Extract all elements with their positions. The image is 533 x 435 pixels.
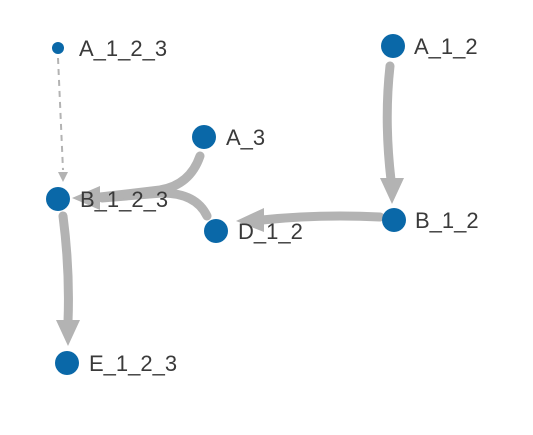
node-b123[interactable]: B_1_2_3	[46, 187, 168, 212]
node-e123[interactable]: E_1_2_3	[55, 351, 177, 376]
node-d12-dot[interactable]	[204, 219, 228, 243]
edge-a12-to-b12	[380, 61, 404, 204]
node-a12[interactable]: A_1_2	[381, 34, 478, 59]
node-a123[interactable]: A_1_2_3	[52, 36, 167, 61]
node-e123-dot[interactable]	[55, 351, 79, 375]
edge-a123-to-b123	[57, 57, 68, 182]
node-a12-dot[interactable]	[381, 34, 405, 58]
edge-b123-to-e123	[56, 211, 80, 346]
nodes-layer: A_1_2_3 A_1_2 A_3 B_1_2_3 D_1_2 B_1_2 E_…	[46, 34, 479, 376]
node-b123-dot[interactable]	[46, 187, 70, 211]
node-a3-dot[interactable]	[192, 125, 216, 149]
node-b12-label: B_1_2	[415, 208, 479, 233]
node-d12[interactable]: D_1_2	[204, 219, 303, 244]
edge-b12-to-d12	[236, 208, 385, 232]
node-a3[interactable]: A_3	[192, 125, 265, 150]
node-d12-label: D_1_2	[238, 219, 303, 244]
node-a3-label: A_3	[226, 125, 265, 150]
node-a123-label: A_1_2_3	[79, 36, 167, 61]
node-a12-label: A_1_2	[414, 34, 478, 59]
node-b12-dot[interactable]	[382, 208, 406, 232]
node-e123-label: E_1_2_3	[89, 351, 177, 376]
edges-layer	[56, 57, 404, 346]
node-b12[interactable]: B_1_2	[382, 208, 479, 233]
node-a123-dot[interactable]	[52, 42, 64, 54]
node-b123-label: B_1_2_3	[80, 187, 168, 212]
edge-a3-to-b123	[72, 151, 205, 210]
